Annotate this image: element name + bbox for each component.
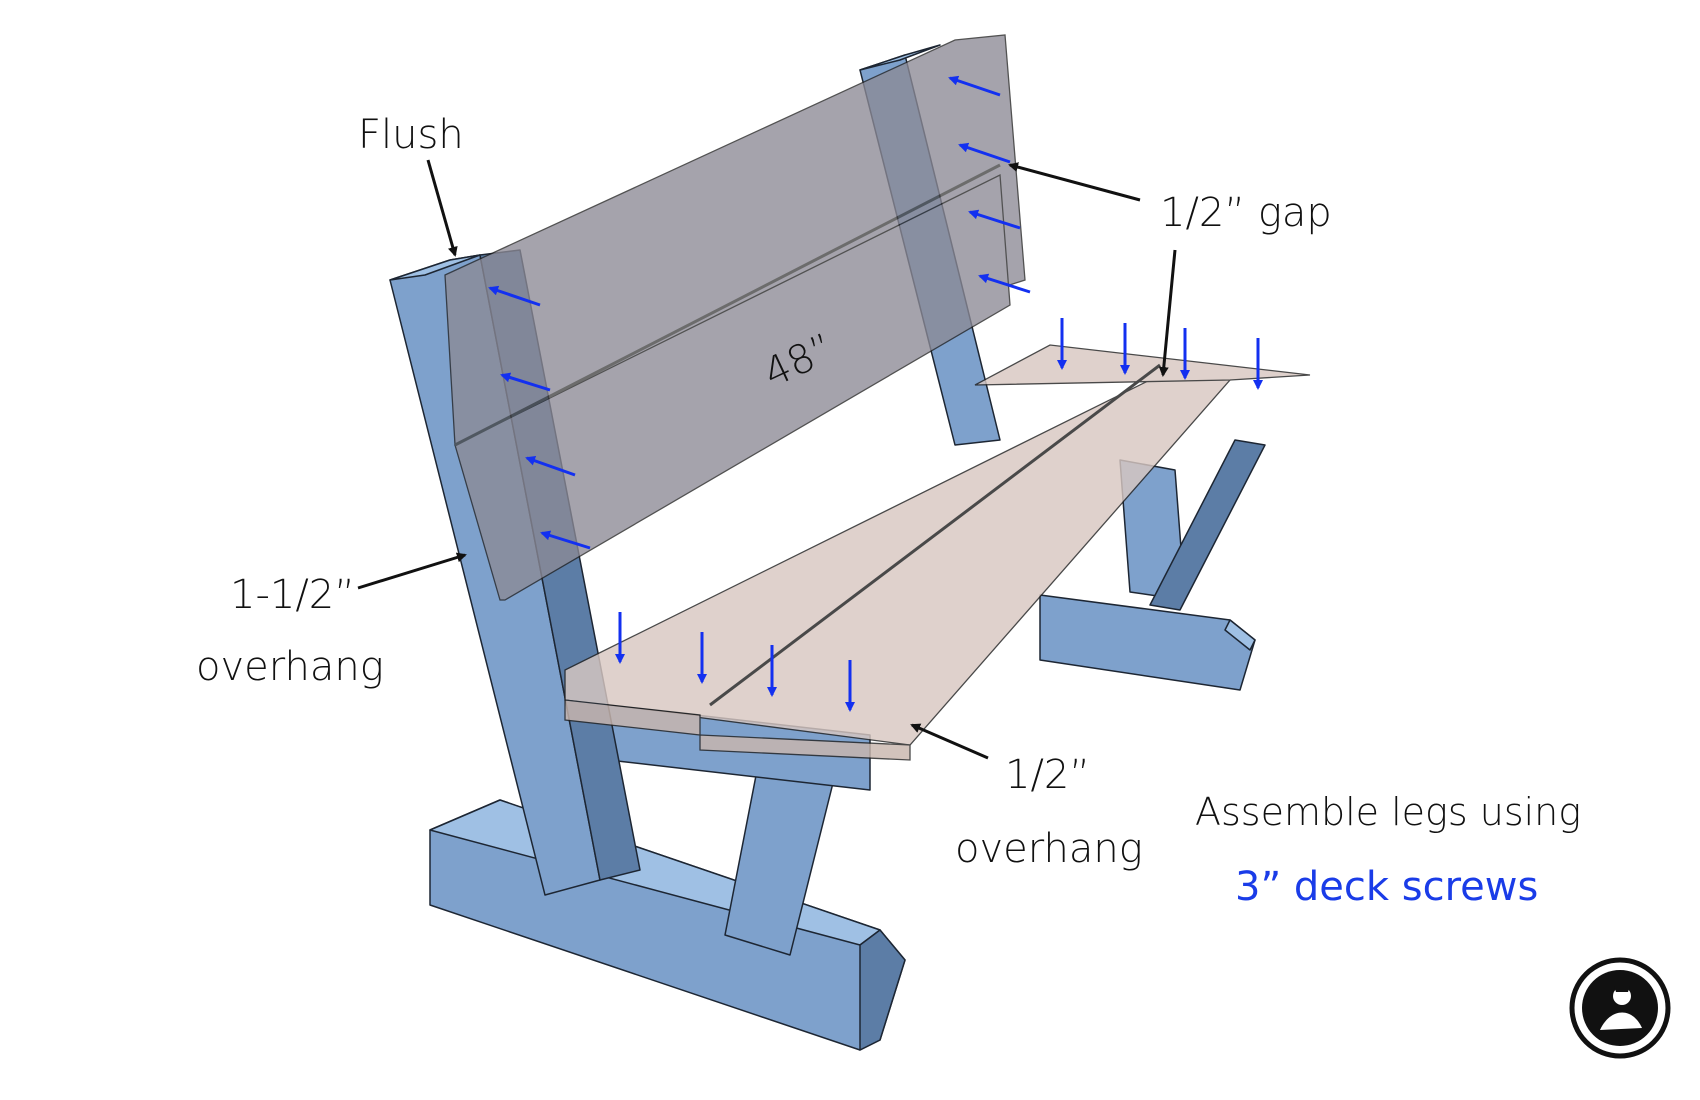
woodworker-logo-icon — [1569, 957, 1671, 1059]
arrow-icon — [948, 75, 1001, 97]
arrow-icon — [500, 372, 551, 392]
back-overhang-leader — [357, 552, 467, 590]
back-overhang-word: overhang — [196, 644, 384, 690]
arrow-icon — [968, 209, 1021, 230]
gap-leader-lower — [1158, 249, 1177, 377]
gap-label: 1/2” gap — [1160, 190, 1332, 236]
arrow-icon — [978, 273, 1031, 294]
front-overhang-value: 1/2” — [1005, 752, 1090, 798]
front-overhang-leader — [910, 723, 989, 760]
note-line1: Assemble legs using — [1195, 790, 1581, 834]
back-overhang-value: 1-1/2” — [230, 572, 355, 618]
arrow-icon — [488, 285, 541, 307]
arrow-icon — [540, 530, 591, 550]
flush-leader — [426, 159, 458, 257]
note-line2: 3” deck screws — [1235, 864, 1538, 910]
callout-lines — [357, 159, 1177, 760]
arrow-icon — [958, 142, 1011, 164]
gap-leader-upper — [1008, 162, 1141, 202]
seat-boards — [564, 344, 1311, 761]
screw-arrows — [488, 75, 1263, 712]
arrow-icon — [525, 455, 576, 477]
rear-foot — [1039, 594, 1256, 691]
back-boards — [444, 34, 1026, 601]
rear-leg-back — [1149, 439, 1266, 611]
back-board-lower — [454, 173, 1011, 601]
seat-board-rear — [974, 344, 1311, 386]
seat-board-front — [564, 374, 1232, 746]
flush-label: Flush — [358, 112, 464, 158]
front-overhang-word: overhang — [955, 826, 1143, 872]
